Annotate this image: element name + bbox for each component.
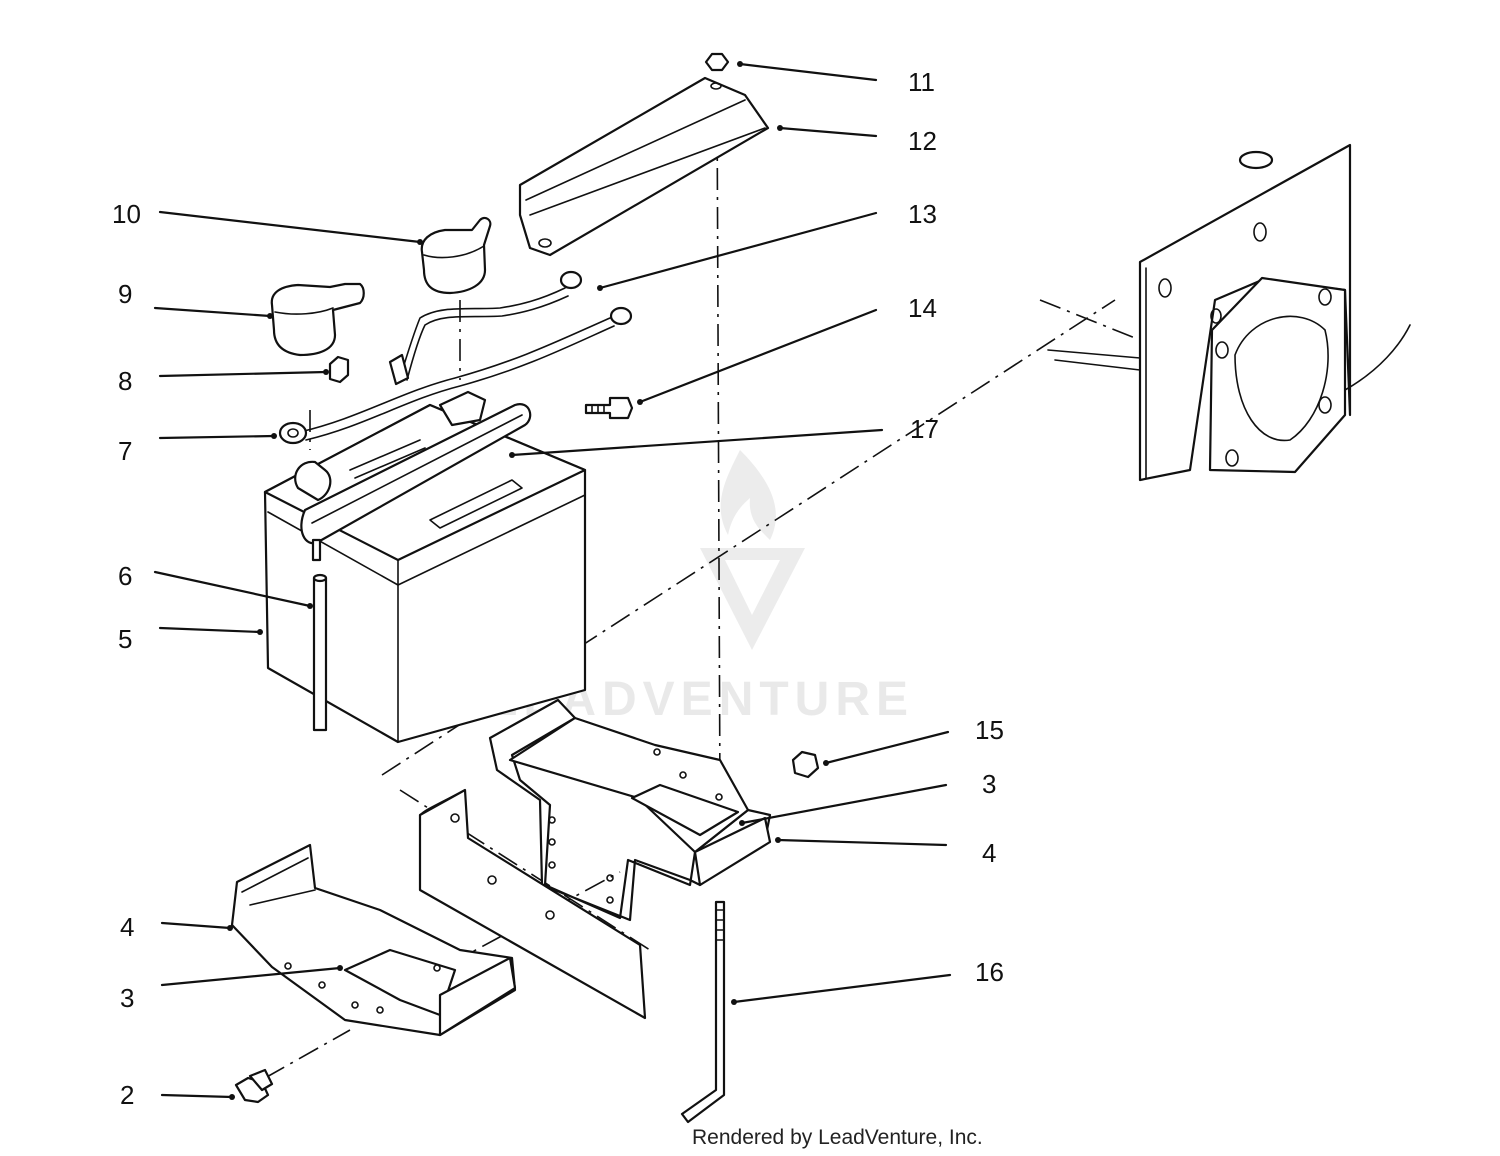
- vent-tube: [312, 573, 328, 732]
- callout-12: 12: [908, 126, 937, 156]
- callout-labels: 11 12 10 13 9 14 8 17 7 6 5 15 3 4 4 16 …: [112, 67, 1004, 1110]
- j-bolt: [680, 900, 726, 1124]
- callout-14: 14: [908, 293, 937, 323]
- battery-cables: [299, 270, 633, 441]
- callout-11: 11: [908, 67, 935, 97]
- terminal-nut: [328, 355, 350, 384]
- lower-tray: [230, 843, 517, 1037]
- tray-bolt: [234, 1068, 274, 1104]
- callout-3-lower: 3: [120, 983, 134, 1013]
- terminal-bolt: [584, 396, 634, 420]
- callout-17: 17: [910, 414, 939, 444]
- terminal-boot-left: [270, 282, 365, 357]
- callout-3-upper: 3: [982, 769, 996, 799]
- callout-4-lower: 4: [120, 912, 134, 942]
- callout-7: 7: [118, 436, 132, 466]
- footer-credit: Rendered by LeadVenture, Inc.: [692, 1126, 983, 1149]
- callout-13: 13: [908, 199, 937, 229]
- callout-15: 15: [975, 715, 1004, 745]
- callout-10: 10: [112, 199, 141, 229]
- tray-nut: [791, 750, 820, 779]
- top-nut: [704, 52, 730, 72]
- frame-bracket: [1047, 143, 1411, 482]
- battery: [263, 390, 587, 744]
- mounting-plate: [418, 788, 647, 1020]
- callout-6: 6: [118, 561, 132, 591]
- callout-8: 8: [118, 366, 132, 396]
- callout-2: 2: [120, 1080, 134, 1110]
- hold-down-strap: [518, 76, 770, 257]
- callout-9: 9: [118, 279, 132, 309]
- callout-16: 16: [975, 957, 1004, 987]
- terminal-boot-right: [420, 216, 492, 295]
- ring-terminal: [278, 421, 308, 445]
- battery-tray: [488, 698, 772, 922]
- leader-lines: [153, 61, 952, 1100]
- callout-5: 5: [118, 624, 132, 654]
- callout-4-upper: 4: [982, 838, 996, 868]
